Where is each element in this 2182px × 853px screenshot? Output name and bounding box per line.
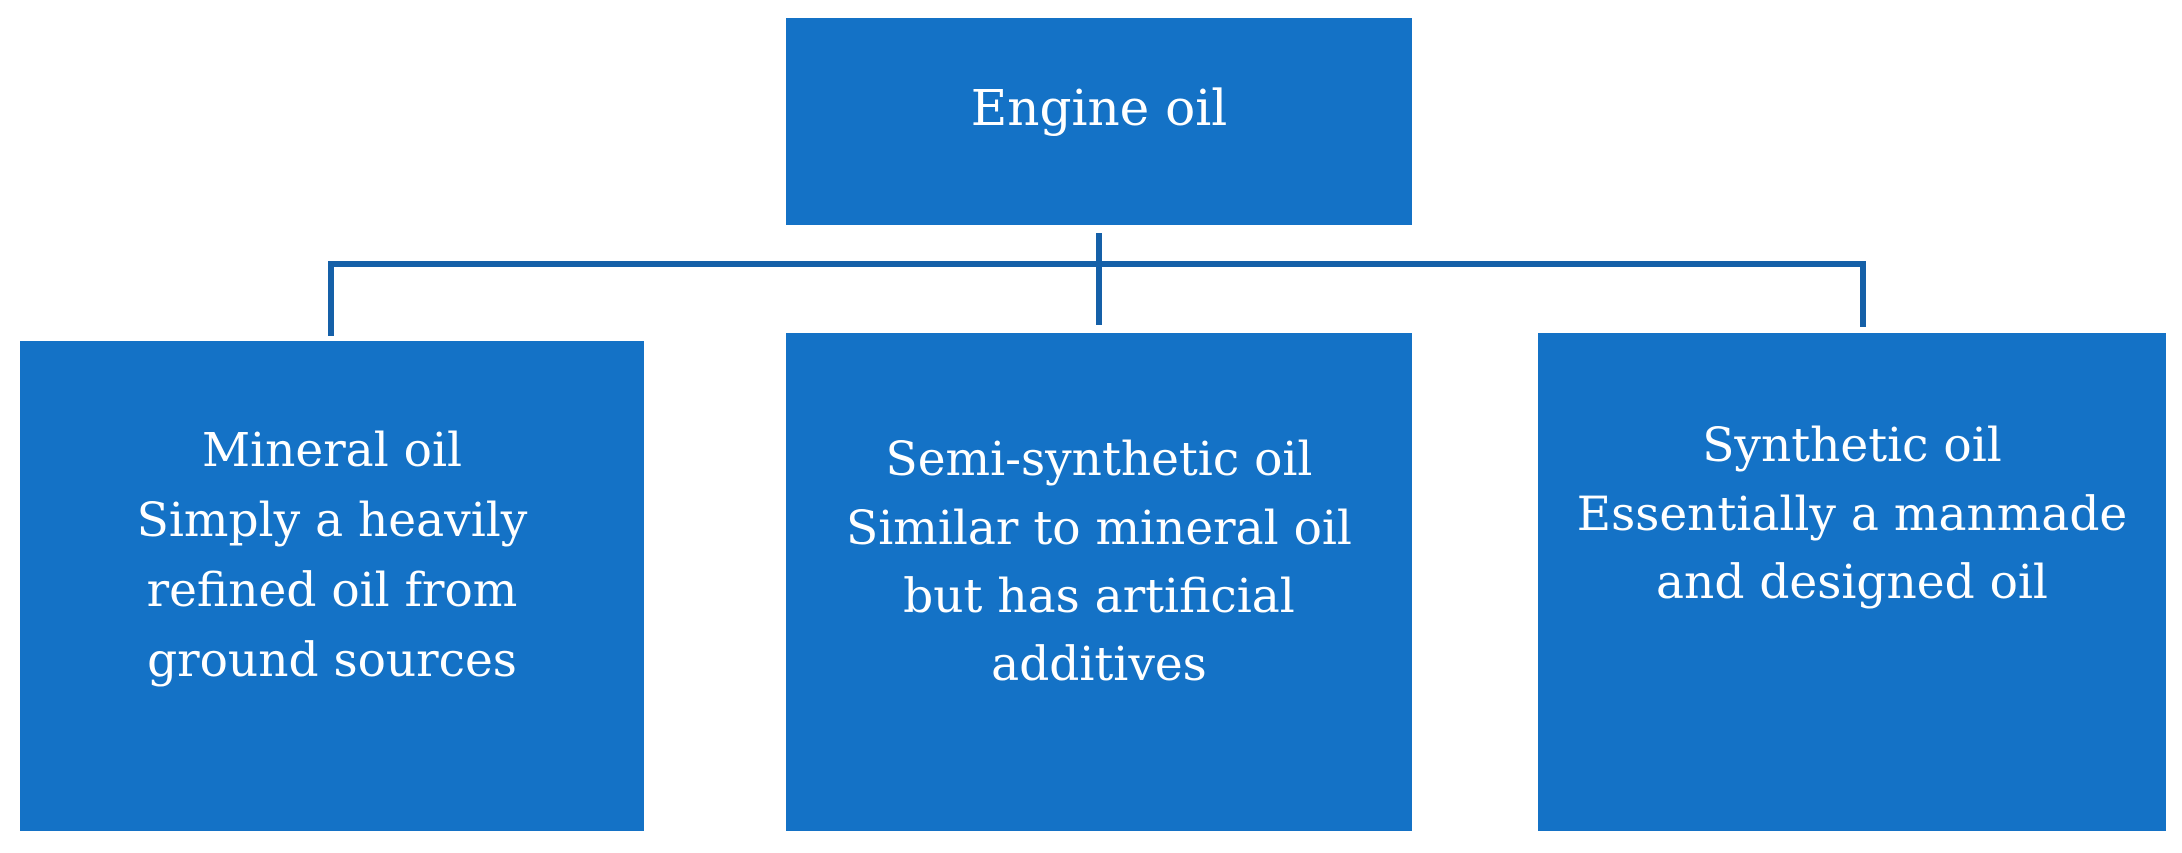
node-synthetic-oil-description: Essentially a manmade and designed oil <box>1576 487 2128 610</box>
node-engine-oil: Engine oil <box>786 18 1412 225</box>
node-semi-synthetic-oil-title: Semi-synthetic oil <box>885 432 1313 487</box>
node-engine-oil-title: Engine oil <box>970 78 1228 137</box>
node-synthetic-oil: Synthetic oil Essentially a manmade and … <box>1538 333 2166 831</box>
node-semi-synthetic-oil: Semi-synthetic oil Similar to mineral oi… <box>786 333 1412 831</box>
node-synthetic-oil-title: Synthetic oil <box>1702 418 2002 473</box>
node-mineral-oil: Mineral oil Simply a heavily refined oil… <box>20 341 644 831</box>
node-mineral-oil-description: Simply a heavily refined oil from ground… <box>136 493 528 688</box>
node-mineral-oil-title: Mineral oil <box>201 423 463 478</box>
node-semi-synthetic-oil-description: Similar to mineral oil but has artificia… <box>846 501 1352 692</box>
